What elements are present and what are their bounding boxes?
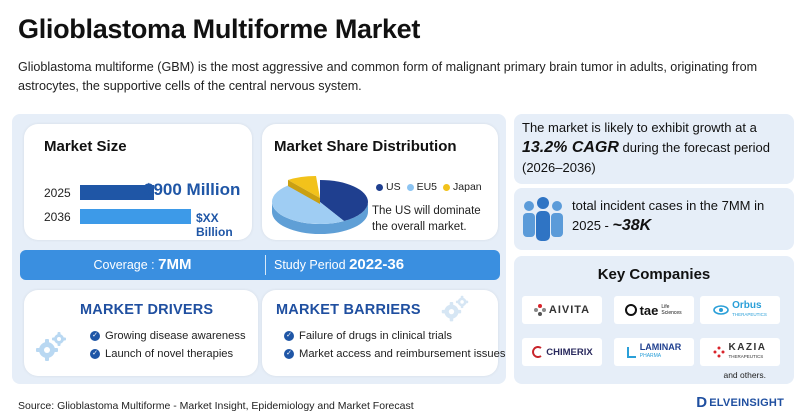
cagr-value: 13.2% CAGR (522, 139, 619, 156)
driver-item: ✓Launch of novel therapies (90, 348, 233, 360)
others-text: and others. (723, 370, 766, 380)
page-title: Glioblastoma Multiforme Market (18, 14, 421, 44)
market-share-pie (271, 175, 368, 234)
logo-orbus: Orbus THERAPEUTICS (700, 296, 780, 324)
legend-item-us: US (376, 181, 401, 193)
market-size-year-2025: 2025 (44, 186, 71, 200)
logo-laminar: LAMINAR PHARMA (614, 338, 694, 366)
incidence-text: total incident cases in the 7MM in 2025 … (572, 198, 765, 234)
key-companies-box: Key Companies AIVITA tae Life Sciences O… (514, 256, 794, 384)
coverage-bar: Coverage : 7MM Study Period 2022-36 (20, 250, 500, 280)
kazia-mark-icon (713, 346, 725, 358)
market-drivers-heading: MARKET DRIVERS (80, 302, 214, 318)
people-icon (523, 197, 563, 241)
check-icon: ✓ (90, 349, 100, 359)
study-period: Study Period 2022-36 (274, 256, 405, 273)
market-size-bar-2036 (80, 209, 191, 224)
growth-box: The market is likely to exhibit growth a… (514, 114, 794, 184)
tae-mark-icon (624, 304, 637, 316)
market-size-value-2036: $XX Billion (196, 211, 233, 239)
growth-text: The market is likely to exhibit growth a… (522, 120, 770, 175)
chimerix-mark-icon (532, 346, 542, 358)
driver-item: ✓Growing disease awareness (90, 330, 246, 342)
market-size-value-2025: $900 Million (144, 180, 241, 199)
coverage-divider (265, 255, 266, 275)
brand-initial: D (696, 394, 708, 411)
coverage: Coverage : 7MM (93, 256, 192, 273)
logo-aivita: AIVITA (522, 296, 602, 324)
market-size-bar-2025 (80, 185, 154, 200)
market-size-year-2036: 2036 (44, 210, 71, 224)
check-icon: ✓ (90, 331, 100, 341)
intro-text: Glioblastoma multiforme (GBM) is the mos… (18, 60, 758, 93)
check-icon: ✓ (284, 331, 294, 341)
incidence-box: total incident cases in the 7MM in 2025 … (514, 188, 794, 250)
aivita-mark-icon (533, 304, 546, 316)
market-barriers-heading: MARKET BARRIERS (276, 302, 421, 318)
legend-item-eu5: EU5 (406, 181, 437, 193)
gears-icon (36, 332, 66, 361)
barrier-item: ✓Market access and reimbursement issues (284, 348, 505, 360)
laminar-mark-icon (626, 347, 636, 358)
market-size-heading: Market Size (44, 138, 127, 155)
market-share-note: The US will dominate the overall market. (372, 205, 481, 233)
gears-icon (441, 295, 469, 322)
market-share-heading: Market Share Distribution (274, 138, 457, 155)
market-share-card: Market Share Distribution US EU5 Japan T… (262, 124, 498, 240)
market-size-card: Market Size 2025 $900 Million 2036 $XX B… (24, 124, 252, 240)
logo-kazia: KAZIA THERAPEUTICS (700, 338, 780, 366)
delveinsight-logo: D ELVEINSIGHT (696, 394, 784, 411)
barrier-item: ✓Failure of drugs in clinical trials (284, 330, 452, 342)
logo-tae: tae Life Sciences (614, 296, 694, 324)
source-text: Source: Glioblastoma Multiforme - Market… (18, 400, 414, 412)
market-drivers-card: MARKET DRIVERS ✓Growing disease awarenes… (24, 290, 258, 376)
orbus-mark-icon (713, 305, 729, 315)
incidence-value: ~38K (612, 217, 652, 234)
check-icon: ✓ (284, 349, 294, 359)
legend-item-japan: Japan (443, 181, 482, 193)
market-barriers-card: MARKET BARRIERS ✓Failure of drugs in cli… (262, 290, 505, 376)
key-companies-heading: Key Companies (597, 266, 711, 283)
market-share-legend: US EU5 Japan (376, 181, 482, 193)
logo-chimerix: CHIMERIX (522, 338, 602, 366)
left-panel: Market Size 2025 $900 Million 2036 $XX B… (12, 114, 506, 384)
